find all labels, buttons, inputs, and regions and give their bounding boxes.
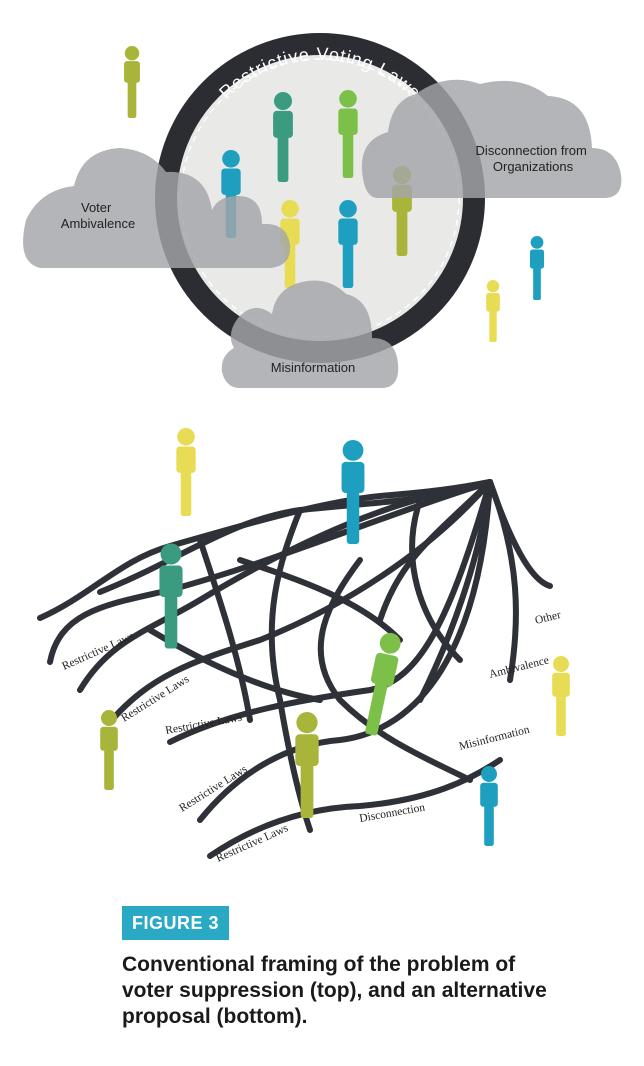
tangled-web <box>37 479 553 859</box>
voter-ambivalence-label: Voter Ambivalence <box>61 200 135 231</box>
disconnection-cloud <box>361 79 622 198</box>
bottom-diagram: Restrictive Laws Restrictive Laws Restri… <box>37 428 570 865</box>
figure-diagram: Restrictive Voting Laws Voter Ambivalenc… <box>23 33 622 865</box>
person-icon <box>529 236 545 300</box>
disconnection-label: Disconnection from Organizations <box>476 143 591 174</box>
person-icon <box>480 766 498 846</box>
person-icon <box>100 710 118 790</box>
person-icon <box>552 656 570 736</box>
misinformation-cloud <box>221 280 399 388</box>
misinformation-path-label: Misinformation <box>458 724 531 753</box>
voter-ambivalence-cloud <box>23 148 291 268</box>
ambivalence-label: Ambivalence <box>488 654 550 680</box>
person-icon <box>124 46 140 118</box>
person-icon <box>159 543 183 649</box>
figure-tag: FIGURE 3 <box>122 906 230 940</box>
misinformation-label: Misinformation <box>271 360 356 375</box>
top-diagram: Restrictive Voting Laws Voter Ambivalenc… <box>23 33 622 388</box>
restrictive-laws-label: Restrictive Laws <box>164 712 243 737</box>
person-icon <box>486 280 500 342</box>
other-label: Other <box>534 609 562 627</box>
figure-caption: Conventional framing of the problem of v… <box>122 953 547 1028</box>
person-icon <box>176 428 196 516</box>
